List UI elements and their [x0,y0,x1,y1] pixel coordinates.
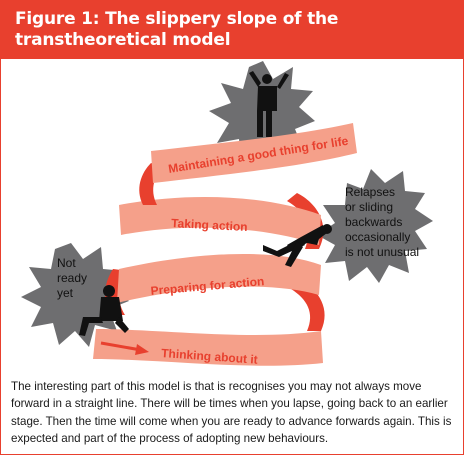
stage-label-2: Taking action [171,216,248,234]
svg-text:Not: Not [57,256,76,270]
ribbon-fold-4 [291,279,325,331]
svg-text:backwards: backwards [345,215,402,229]
person-celebrating-icon [249,71,289,137]
diagram: Relapses or sliding backwards occasional… [21,61,433,367]
right-arrow-icon [100,341,149,355]
svg-text:or sliding: or sliding [345,200,393,214]
svg-text:ready: ready [57,271,87,285]
starburst-left-text: Not ready yet [57,256,87,300]
ribbon-stage-2 [119,196,321,245]
ribbon-stage-4 [93,329,323,366]
figure-title: Figure 1: The slippery slope of the tran… [15,9,339,50]
svg-text:is not unusual: is not unusual [345,245,419,259]
svg-text:occasionally: occasionally [345,230,410,244]
person-falling-icon [263,224,332,267]
svg-text:yet: yet [57,286,74,300]
starburst-right [317,169,433,283]
ribbon-stage-1 [151,123,357,183]
caption-text: The interesting part of this model is th… [11,380,452,445]
ribbon-stage-3 [117,253,321,303]
person-sitting-icon [79,285,129,336]
starburst-right-text: Relapses or sliding backwards occasional… [345,185,419,259]
stage-label-4: Thinking about it [161,346,258,367]
title-bar: Figure 1: The slippery slope of the tran… [1,1,463,59]
svg-text:Relapses: Relapses [345,185,395,199]
